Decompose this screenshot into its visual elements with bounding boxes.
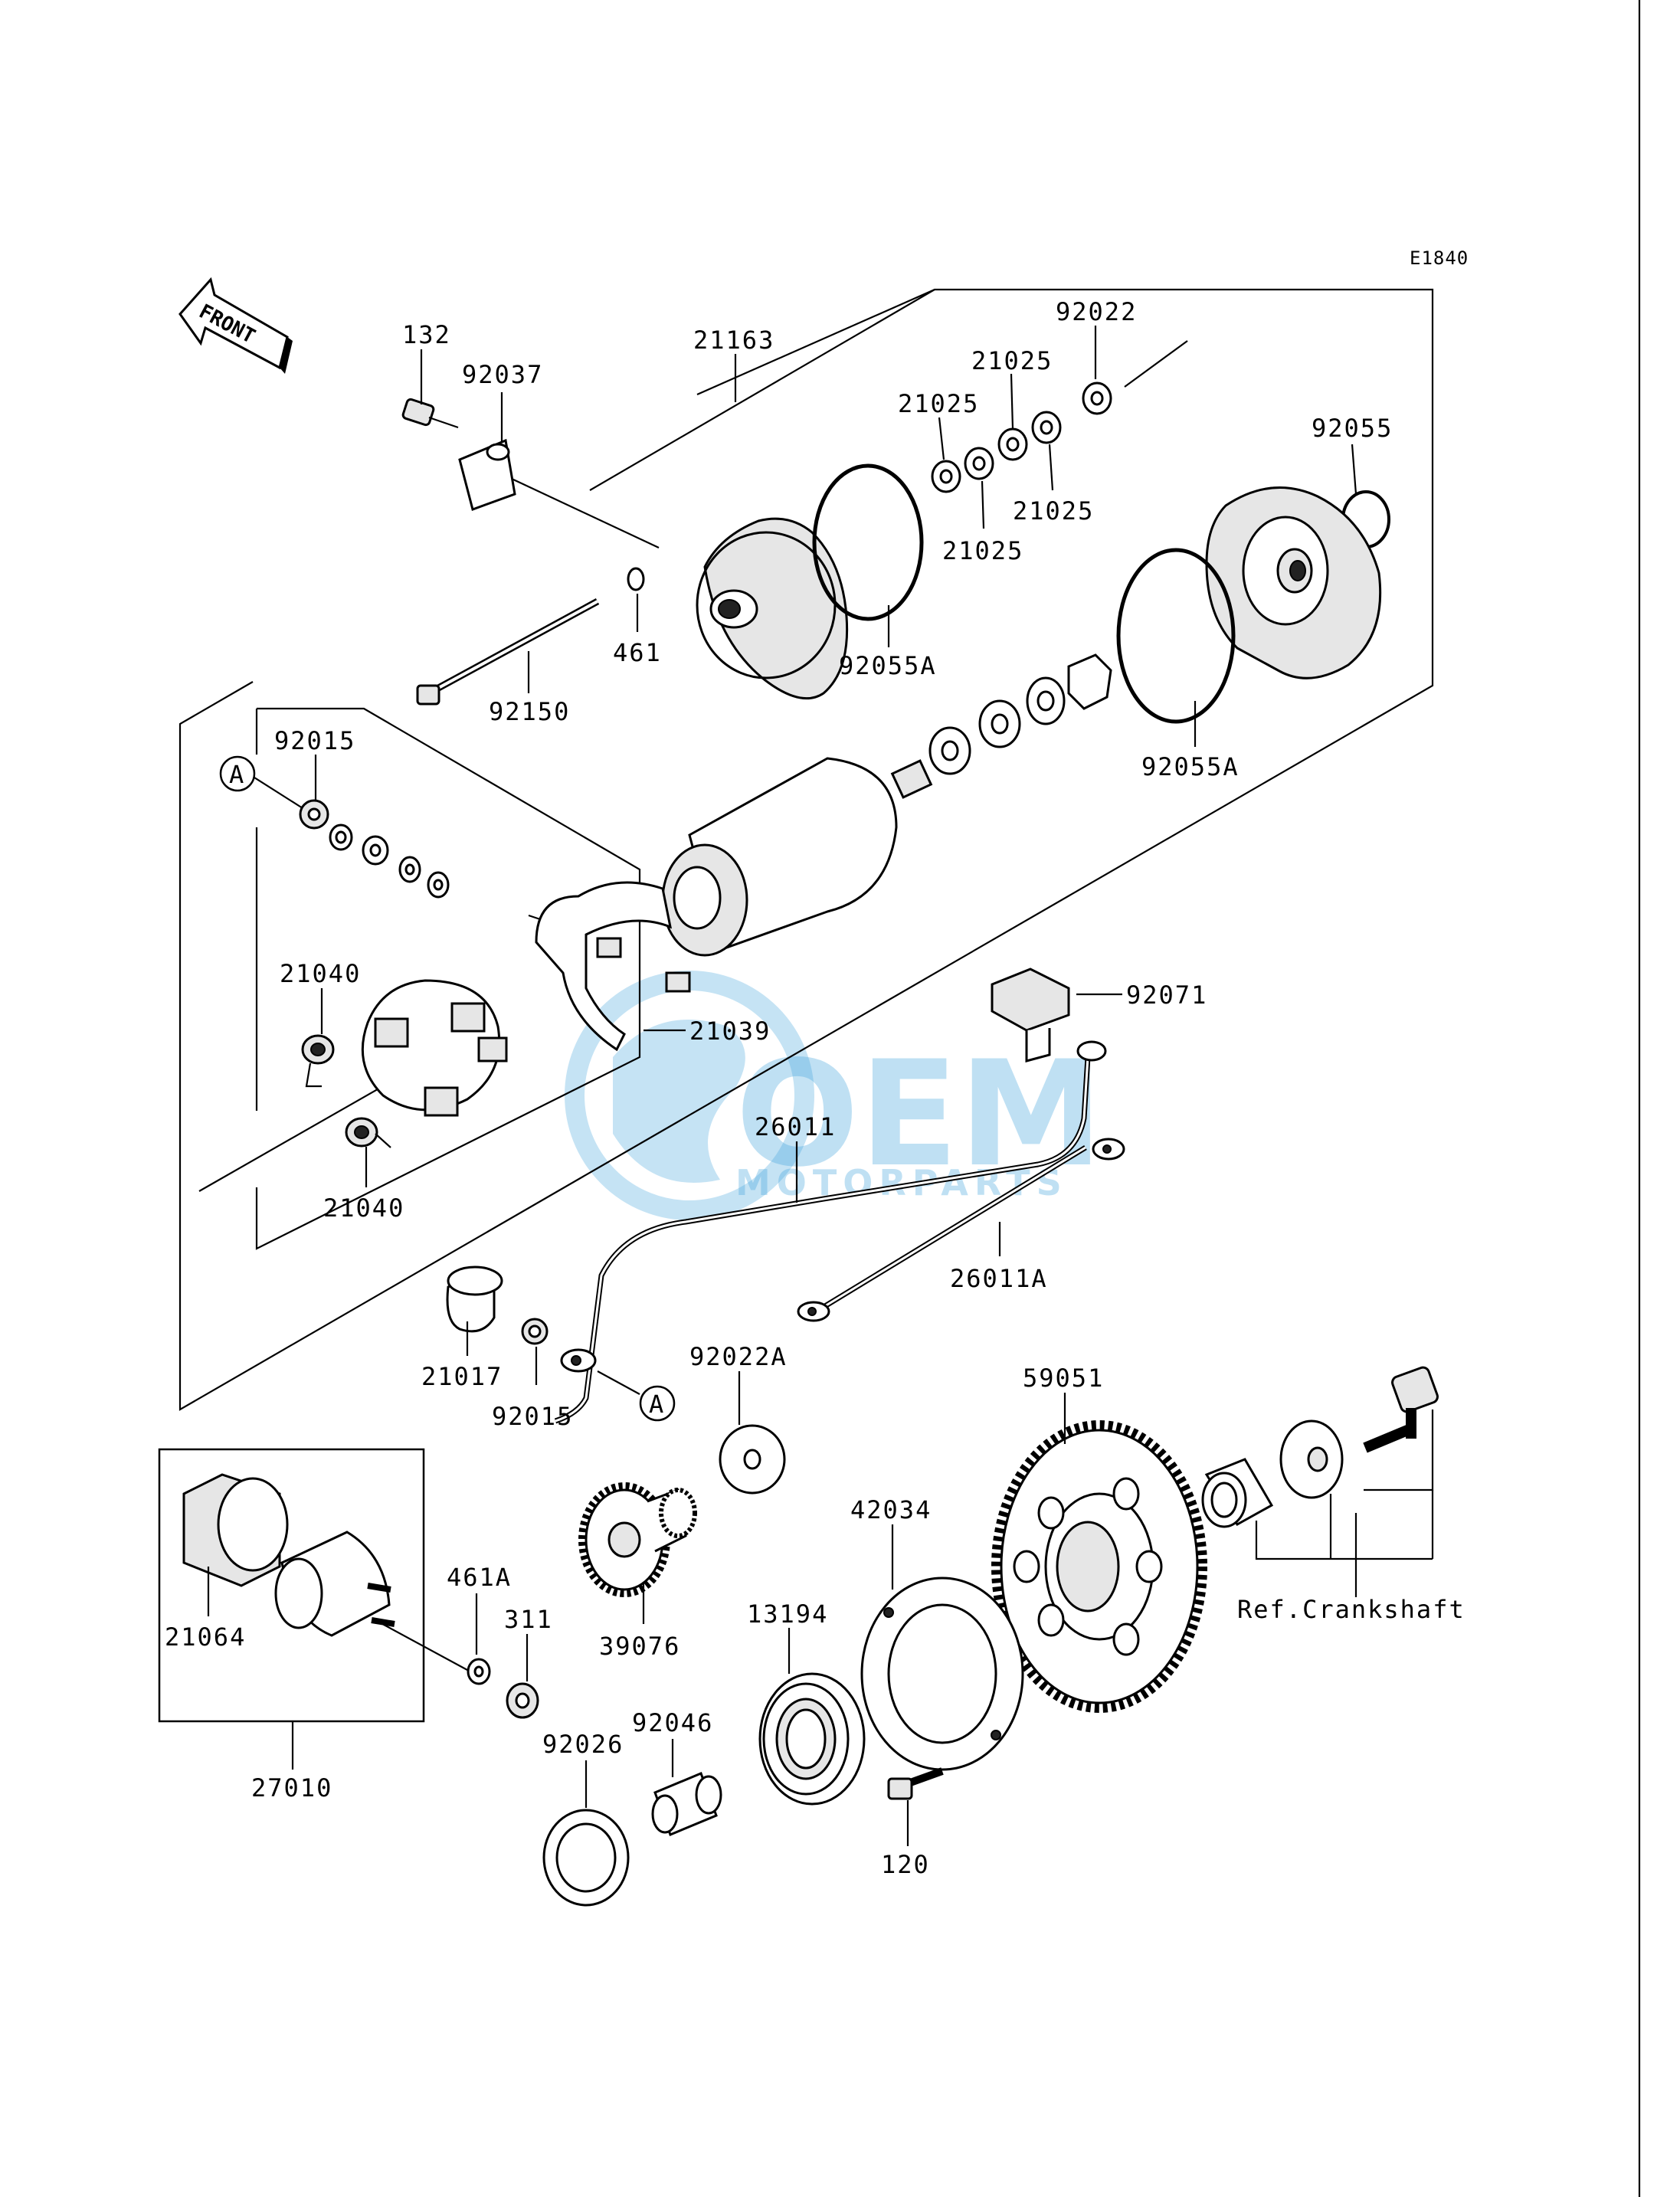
leader-relay-terminal <box>375 1619 468 1671</box>
oring-92055A-a <box>812 463 924 621</box>
part-label-27010: 27010 <box>251 1773 332 1802</box>
clutch-housing-42034 <box>860 1577 1024 1771</box>
oring-92055A-b <box>1116 548 1236 724</box>
boot-21017 <box>446 1265 503 1333</box>
callout-a-top: A <box>219 755 256 792</box>
part-label-120: 120 <box>881 1850 930 1879</box>
nut-311 <box>506 1682 539 1719</box>
terminal-cap-92071 <box>991 968 1070 1062</box>
callout-a-lower-line <box>597 1370 640 1395</box>
relay-27010 <box>274 1531 395 1637</box>
part-label-92037: 92037 <box>462 360 543 389</box>
bolt-120 <box>887 1767 944 1800</box>
cable-26011A <box>797 1138 1125 1322</box>
washer-92026 <box>542 1809 630 1907</box>
leader-21025d <box>981 480 985 529</box>
diagram-code: E1840 <box>1410 247 1469 269</box>
part-label-92015-a: 92015 <box>274 726 355 755</box>
cable-26011 <box>554 1040 1107 1424</box>
crankshaft-washer <box>1279 1419 1344 1499</box>
part-label-59051: 59051 <box>1023 1364 1104 1393</box>
nut-92015-b <box>521 1318 549 1345</box>
part-label-461A: 461A <box>447 1563 512 1592</box>
needle-bearing-92046 <box>651 1772 722 1836</box>
spring-21040-a <box>301 1034 335 1088</box>
part-label-21025-b: 21025 <box>971 346 1053 375</box>
washer-92022-hole <box>1090 391 1104 406</box>
part-label-21025-d: 21025 <box>942 536 1023 565</box>
part-label-92055A-b: 92055A <box>1141 752 1240 781</box>
part-label-21017: 21017 <box>421 1362 503 1391</box>
part-label-21040-a: 21040 <box>280 959 361 988</box>
part-label-42034: 42034 <box>850 1495 932 1524</box>
relay-cover-21064 <box>182 1473 289 1587</box>
ref-bracket <box>1255 1521 1433 1560</box>
part-label-92055A-a: 92055A <box>839 651 937 680</box>
leader-21025c <box>1048 444 1054 491</box>
part-label-21064: 21064 <box>165 1622 246 1652</box>
brush-terminal-21039 <box>528 881 691 1052</box>
reference-label: Ref.Crankshaft <box>1237 1595 1465 1624</box>
part-label-21163: 21163 <box>693 326 775 355</box>
part-label-39076: 39076 <box>599 1632 680 1661</box>
brush-holder-box <box>255 707 641 1250</box>
spring-21040-b <box>345 1117 391 1148</box>
starter-yoke <box>661 757 933 957</box>
callout-a-top-letter: A <box>229 760 245 789</box>
rear-cover <box>1205 486 1382 679</box>
relay-box <box>158 1448 425 1723</box>
callout-a-line <box>254 777 303 809</box>
part-label-92150: 92150 <box>489 697 570 726</box>
part-label-92055: 92055 <box>1312 414 1393 443</box>
washer-461 <box>627 567 645 591</box>
one-way-clutch-13194 <box>758 1672 866 1806</box>
crankshaft-bolt <box>1363 1366 1439 1453</box>
part-label-21039: 21039 <box>689 1017 771 1046</box>
part-label-92022: 92022 <box>1056 297 1137 326</box>
part-label-311: 311 <box>504 1605 553 1634</box>
part-label-13194: 13194 <box>747 1599 828 1629</box>
washer-92022A <box>719 1424 786 1495</box>
idler-gear-39076 <box>578 1482 697 1597</box>
leader-21025a <box>938 417 945 460</box>
leader-92037-b <box>511 478 660 548</box>
part-label-92015-b: 92015 <box>492 1402 573 1431</box>
part-label-92026: 92026 <box>542 1730 624 1759</box>
callout-a-bottom-letter: A <box>649 1390 665 1419</box>
part-label-132: 132 <box>402 320 451 349</box>
front-arrow-icon: FRONT <box>178 277 293 374</box>
gear-59051 <box>991 1420 1207 1713</box>
part-label-461: 461 <box>613 638 662 667</box>
part-label-21025-a: 21025 <box>898 389 979 418</box>
assembly-outline-top <box>696 288 935 396</box>
axis-line-92022 <box>1124 340 1188 388</box>
brush-holder-plate <box>361 979 508 1117</box>
terminal-washers <box>299 799 450 899</box>
leader-21025b <box>1010 373 1014 430</box>
washer-461A <box>467 1658 491 1685</box>
clamp-92037 <box>458 438 516 511</box>
bolt-92150 <box>416 598 600 706</box>
front-cover <box>696 517 849 700</box>
part-label-26011A: 26011A <box>950 1264 1048 1293</box>
leader-92055 <box>1351 444 1357 495</box>
part-label-92046: 92046 <box>632 1708 713 1737</box>
part-label-26011: 26011 <box>755 1112 836 1141</box>
bolt-132 <box>401 398 459 429</box>
callout-a-bottom: A <box>639 1385 676 1422</box>
part-label-92022A: 92022A <box>689 1342 788 1371</box>
armature-washers <box>928 653 1112 775</box>
part-label-21025-c: 21025 <box>1013 496 1094 526</box>
washers-21025 <box>931 411 1062 493</box>
part-label-92071: 92071 <box>1126 981 1207 1010</box>
part-label-21040-b: 21040 <box>323 1193 404 1223</box>
crankshaft-collar <box>1201 1458 1274 1528</box>
